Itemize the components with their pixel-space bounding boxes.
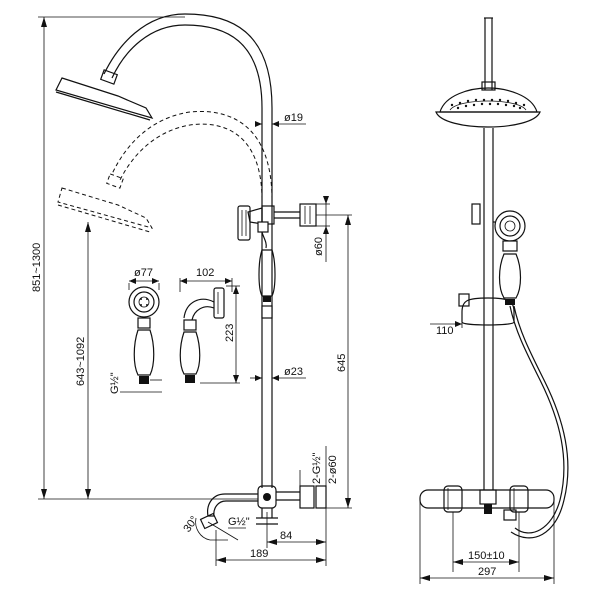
slider-diameter-label: ø60	[313, 237, 325, 256]
thermostatic-mixer-side	[199, 485, 327, 530]
hand-shower-holder	[237, 203, 317, 249]
hand-shower-side	[179, 287, 225, 383]
lowered-riser-dashed	[57, 110, 273, 233]
bar-diameter-callout: ø23	[250, 366, 306, 381]
hand-shower-width-label: 102	[196, 267, 214, 279]
total-height-label: 851~1300	[31, 243, 43, 292]
riser-diameter-callout: ø19	[255, 112, 306, 127]
inlet-callouts: 2-G½" 2-ø60	[299, 446, 339, 486]
overhead-shower-front	[435, 81, 541, 128]
side-view: 30° G½" 851~1300 643~1092 ø19	[31, 13, 352, 566]
hand-shower-front-view	[471, 203, 569, 539]
wall-projection-dimension: 84	[266, 508, 327, 548]
spout-reach-dimension: 189	[215, 530, 327, 566]
bracket-height-label: 645	[336, 354, 348, 372]
hand-shower-head-diameter: ø77	[128, 267, 160, 290]
total-width-label: 297	[478, 566, 496, 578]
holder-width-dimension: 110	[430, 312, 463, 337]
riser-pipe	[103, 13, 273, 488]
nozzle-pattern	[450, 98, 526, 110]
slider-bracket-front	[458, 293, 515, 326]
holder-width-label: 110	[436, 325, 454, 337]
hand-shower-detail: ø77 G½" 102	[109, 267, 240, 394]
hand-shower-head-diameter-label: ø77	[134, 267, 153, 279]
inlet-diameter-label: 2-ø60	[327, 455, 339, 484]
total-width-dimension: 297	[419, 500, 555, 584]
hand-shower-front	[128, 286, 162, 384]
hand-shower-width-dimension: 102	[179, 267, 233, 292]
total-height-dimension: 851~1300	[31, 16, 258, 500]
riser-diameter-label: ø19	[284, 112, 303, 124]
slider-diameter-callout: ø60	[313, 196, 330, 262]
inlet-spacing-dimension: 150±10	[452, 512, 520, 572]
hand-shower-height-dimension: 223	[200, 285, 240, 384]
bracket-height-dimension: 645	[316, 214, 352, 509]
inlet-thread-label: 2-G½"	[311, 452, 323, 484]
thermostatic-mixer-front	[419, 485, 555, 521]
inlet-spacing-label: 150±10	[468, 550, 505, 562]
overhead-shower-head	[55, 69, 154, 121]
hand-shower-height-label: 223	[224, 324, 236, 342]
spout-reach-label: 189	[250, 548, 268, 560]
hand-shower-thread-label: G½"	[109, 372, 121, 394]
head-height-label: 643~1092	[75, 337, 87, 386]
hand-shower-handle	[258, 249, 276, 319]
front-view: 110 150±10 297	[419, 17, 569, 584]
wall-projection-label: 84	[280, 530, 292, 542]
spout-thread-label: G½"	[228, 516, 250, 528]
hand-shower-thread-callout: G½"	[109, 372, 162, 394]
bar-diameter-label: ø23	[284, 366, 303, 378]
head-height-dimension: 643~1092	[75, 222, 91, 499]
